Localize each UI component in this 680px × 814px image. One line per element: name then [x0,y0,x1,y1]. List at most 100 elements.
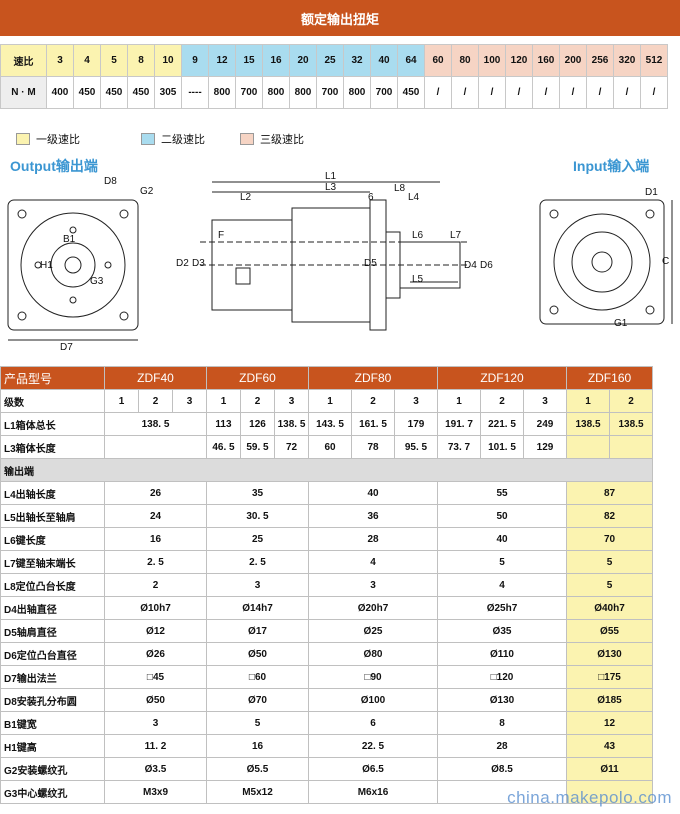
output-end-title: Output输出端 [10,158,98,174]
torque-cell: 450 [100,76,128,109]
spec-value: 4 [437,573,567,597]
spec-value: 12 [566,711,653,735]
spec-value: 30. 5 [206,504,309,528]
spec-value: M6x16 [308,780,438,804]
spec-value: □175 [566,665,653,689]
l3-cell: 95. 5 [394,435,438,459]
l3-cell: 101. 5 [480,435,524,459]
torque-cell: / [505,76,533,109]
l3-cell [104,435,207,459]
torque-cell: 800 [343,76,371,109]
spec-value: 3 [206,573,309,597]
spec-value: Ø25 [308,619,438,643]
spec-value: Ø55 [566,619,653,643]
torque-cell: 400 [46,76,74,109]
label-d4: D4 [464,260,477,271]
spec-value: Ø10h7 [104,596,207,620]
l1-cell: 221. 5 [480,412,524,436]
spec-value: Ø14h7 [206,596,309,620]
spec-value: 2. 5 [206,550,309,574]
l1-cell: 191. 7 [437,412,481,436]
label-l2: L2 [240,192,252,203]
legend-stage-3: 三级速比 [240,131,304,147]
input-end-title: Input输入端 [573,158,650,174]
stage-cell: 2 [351,389,395,413]
torque-cell: 450 [127,76,155,109]
spec-value: 22. 5 [308,734,438,758]
torque-cell: 800 [289,76,317,109]
l1-cell: 161. 5 [351,412,395,436]
spec-value: 4 [308,550,438,574]
stage-cell: 2 [480,389,524,413]
label-c: C [662,256,669,267]
spec-value: 28 [308,527,438,551]
ratio-cell: 9 [181,44,209,77]
spec-row: D7输出法兰□45□60□90□120□175 [0,665,653,689]
l3-cell: 60 [308,435,352,459]
torque-cell: / [613,76,641,109]
ratio-cell: 4 [73,44,101,77]
spec-value: □120 [437,665,567,689]
ratio-cell: 200 [559,44,587,77]
label-g1: G1 [614,318,628,329]
legend-stage-2: 二级速比 [141,131,205,147]
torque-cell: / [424,76,452,109]
spec-value: 36 [308,504,438,528]
spec-value: 50 [437,504,567,528]
label-l7: L7 [450,230,462,241]
ratio-cell: 60 [424,44,452,77]
spec-row-label: L8定位凸台长度 [0,573,105,597]
torque-cell: 800 [208,76,236,109]
spec-value: 70 [566,527,653,551]
stage-cell: 1 [308,389,352,413]
spec-value: Ø50 [206,642,309,666]
spec-value: Ø17 [206,619,309,643]
spec-row-label: G2安装螺纹孔 [0,757,105,781]
ratio-cell: 160 [532,44,560,77]
label-g2: G2 [140,186,154,197]
spec-value: 11. 2 [104,734,207,758]
spec-value: 24 [104,504,207,528]
label-d1: D1 [645,187,658,198]
spec-row-label: H1键高 [0,734,105,758]
spec-value: Ø3.5 [104,757,207,781]
ratio-cell: 40 [370,44,398,77]
l1-cell: 138. 5 [104,412,207,436]
section-output-label: 输出端 [0,458,653,482]
spec-row-label: D6定位凸台直径 [0,642,105,666]
stage-cell: 1 [566,389,610,413]
stage-cell: 2 [609,389,653,413]
spec-value: 2 [104,573,207,597]
label-d8: D8 [104,176,117,187]
label-6: 6 [368,192,374,203]
spec-row-label: L7键至轴末端长 [0,550,105,574]
spec-value [566,780,653,804]
ratio-cell: 10 [154,44,182,77]
ratio-cell: 3 [46,44,74,77]
dimension-drawing: D8 G2 B1 H1 G3 D7 L1 L3 L2 L8 6 L4 F D2 … [7,171,673,353]
label-d2: D2 [176,258,189,269]
torque-cell: 305 [154,76,182,109]
spec-value: Ø110 [437,642,567,666]
output-flange-view [7,199,139,341]
l3-cell: 78 [351,435,395,459]
spec-row-label: D4出轴直径 [0,596,105,620]
label-b1: B1 [63,234,76,245]
stage-cell: 1 [104,389,139,413]
l3-label: L3箱体长度 [0,435,105,459]
spec-value: Ø130 [437,688,567,712]
spec-header-label: 产品型号 [0,366,105,390]
l1-cell: 126 [240,412,275,436]
l3-cell [566,435,610,459]
stage-cell: 2 [138,389,173,413]
